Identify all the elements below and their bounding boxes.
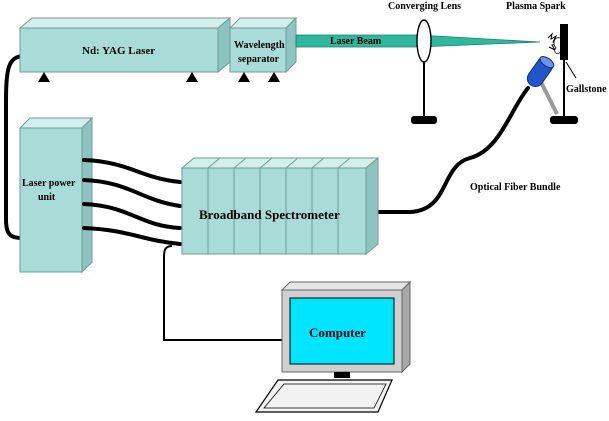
computer-label: Computer: [309, 325, 366, 340]
power-spectrometer-cable: [82, 202, 182, 230]
optical-fiber-cable: [368, 86, 530, 214]
computer-screen: [289, 297, 395, 365]
separator-foot: [238, 72, 250, 82]
power-spectrometer-cable: [82, 226, 182, 246]
separator-label-line1: Wavelength: [234, 40, 285, 51]
gallstone-label: Gallstone: [566, 84, 607, 95]
converging-lens: Converging Lens: [388, 1, 461, 124]
broadband-spectrometer: Broadband Spectrometer: [180, 156, 380, 256]
fiber-bundle-label: Optical Fiber Bundle: [470, 182, 561, 193]
wavelength-separator: Wavelength separator: [228, 16, 298, 82]
plasma-spark: Plasma Spark: [506, 1, 566, 52]
laser-power-unit: Laser power unit: [18, 116, 94, 274]
power-spectrometer-cable: [82, 158, 182, 184]
power-unit-label-line1: Laser power: [22, 178, 76, 189]
computer: Computer: [254, 280, 412, 413]
gallstone: Gallstone: [550, 24, 607, 124]
nd-yag-laser: Nd: YAG Laser: [18, 16, 232, 82]
power-unit-label-line2: unit: [38, 192, 56, 203]
keyboard: [254, 379, 393, 413]
spectrometer-computer-cable: [163, 245, 282, 341]
converging-lens-label: Converging Lens: [388, 1, 461, 12]
fiber-probe: [526, 56, 559, 115]
spectrometer-label: Broadband Spectrometer: [199, 207, 340, 222]
laser-foot: [186, 72, 198, 82]
laser-power-cable: [3, 54, 26, 240]
separator-label-line2: separator: [238, 54, 280, 65]
laser-beam-label: Laser Beam: [330, 36, 382, 47]
laser-foot: [38, 72, 50, 82]
power-spectrometer-cable: [82, 178, 182, 208]
laser-label: Nd: YAG Laser: [82, 45, 155, 57]
plasma-spark-label: Plasma Spark: [506, 1, 566, 12]
separator-foot: [268, 72, 280, 82]
